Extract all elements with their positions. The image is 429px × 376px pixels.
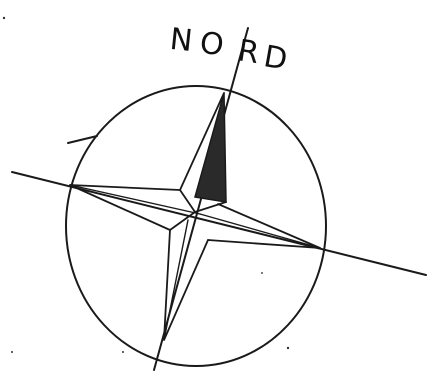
scan-speck — [122, 351, 124, 353]
nord-letter-o: O — [198, 25, 227, 63]
scan-speck — [3, 17, 5, 19]
scan-speck — [11, 351, 13, 353]
scan-speck — [261, 272, 263, 274]
scan-speck — [287, 347, 289, 349]
nord-letter-n: N — [168, 22, 195, 59]
nord-letter-d: D — [261, 39, 291, 78]
east-pointer — [208, 204, 320, 248]
nord-letter-r: R — [235, 33, 262, 71]
south-pointer — [164, 230, 208, 340]
compass-circle — [66, 86, 326, 366]
